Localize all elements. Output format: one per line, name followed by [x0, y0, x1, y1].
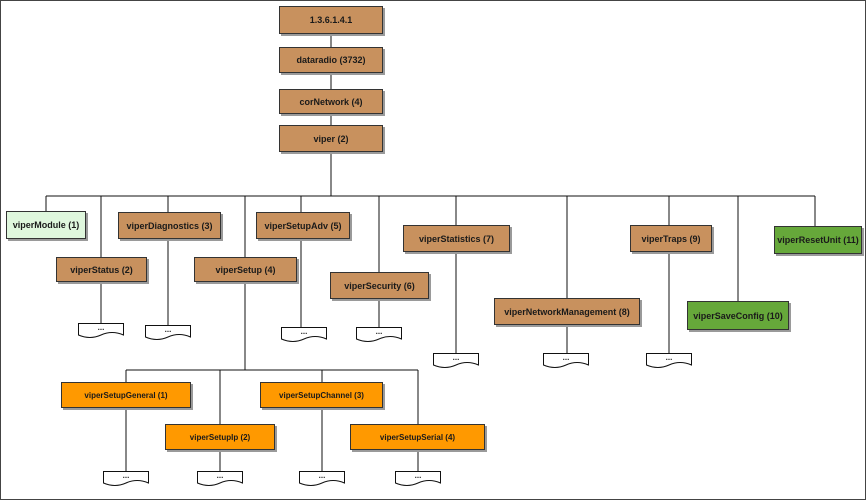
node-viper-reset-unit[interactable]: viperResetUnit (11) — [774, 226, 862, 254]
more-viper-setup-serial[interactable]: ... — [395, 471, 441, 488]
node-dataradio[interactable]: dataradio (3732) — [279, 47, 383, 73]
node-viper-module[interactable]: viperModule (1) — [6, 211, 86, 239]
more-viper-security[interactable]: ... — [356, 327, 402, 344]
node-viper-setup-channel[interactable]: viperSetupChannel (3) — [260, 382, 383, 408]
document-icon — [395, 471, 441, 486]
more-viper-traps[interactable]: ... — [646, 353, 692, 370]
more-label: ... — [300, 327, 308, 336]
document-icon — [646, 353, 692, 368]
document-icon — [299, 471, 345, 486]
more-viper-diagnostics[interactable]: ... — [145, 325, 191, 342]
document-icon — [103, 471, 149, 486]
node-viper-setup-adv[interactable]: viperSetupAdv (5) — [256, 212, 350, 239]
more-label: ... — [665, 353, 673, 362]
more-viper-setup-adv[interactable]: ... — [281, 327, 327, 344]
node-viper-diagnostics[interactable]: viperDiagnostics (3) — [118, 212, 221, 239]
more-label: ... — [164, 325, 172, 334]
node-viper[interactable]: viper (2) — [279, 125, 383, 152]
more-label: ... — [414, 471, 422, 480]
more-viper-status[interactable]: ... — [78, 323, 124, 340]
document-icon — [543, 353, 589, 368]
node-viper-status[interactable]: viperStatus (2) — [56, 257, 147, 282]
more-viper-setup-general[interactable]: ... — [103, 471, 149, 488]
node-viper-setup-general[interactable]: viperSetupGeneral (1) — [61, 382, 191, 408]
node-root-oid[interactable]: 1.3.6.1.4.1 — [279, 6, 383, 34]
more-label: ... — [452, 353, 460, 362]
node-viper-statistics[interactable]: viperStatistics (7) — [403, 225, 510, 252]
more-label: ... — [97, 323, 105, 332]
node-viper-setup-ip[interactable]: viperSetupIp (2) — [165, 424, 275, 450]
node-viper-setup-serial[interactable]: viperSetupSerial (4) — [350, 424, 485, 450]
document-icon — [356, 327, 402, 342]
more-label: ... — [318, 471, 326, 480]
more-label: ... — [375, 327, 383, 336]
more-label: ... — [216, 471, 224, 480]
more-viper-network-management[interactable]: ... — [543, 353, 589, 370]
document-icon — [281, 327, 327, 342]
document-icon — [78, 323, 124, 338]
document-icon — [433, 353, 479, 368]
node-viper-save-config[interactable]: viperSaveConfig (10) — [687, 301, 789, 330]
more-viper-statistics[interactable]: ... — [433, 353, 479, 370]
node-viper-network-management[interactable]: viperNetworkManagement (8) — [494, 298, 640, 325]
node-viper-traps[interactable]: viperTraps (9) — [630, 225, 712, 252]
more-label: ... — [562, 353, 570, 362]
more-viper-setup-ip[interactable]: ... — [197, 471, 243, 488]
more-label: ... — [122, 471, 130, 480]
more-viper-setup-channel[interactable]: ... — [299, 471, 345, 488]
document-icon — [145, 325, 191, 340]
node-viper-setup[interactable]: viperSetup (4) — [194, 257, 297, 282]
node-viper-security[interactable]: viperSecurity (6) — [330, 272, 429, 299]
document-icon — [197, 471, 243, 486]
node-cornetwork[interactable]: corNetwork (4) — [279, 89, 383, 114]
